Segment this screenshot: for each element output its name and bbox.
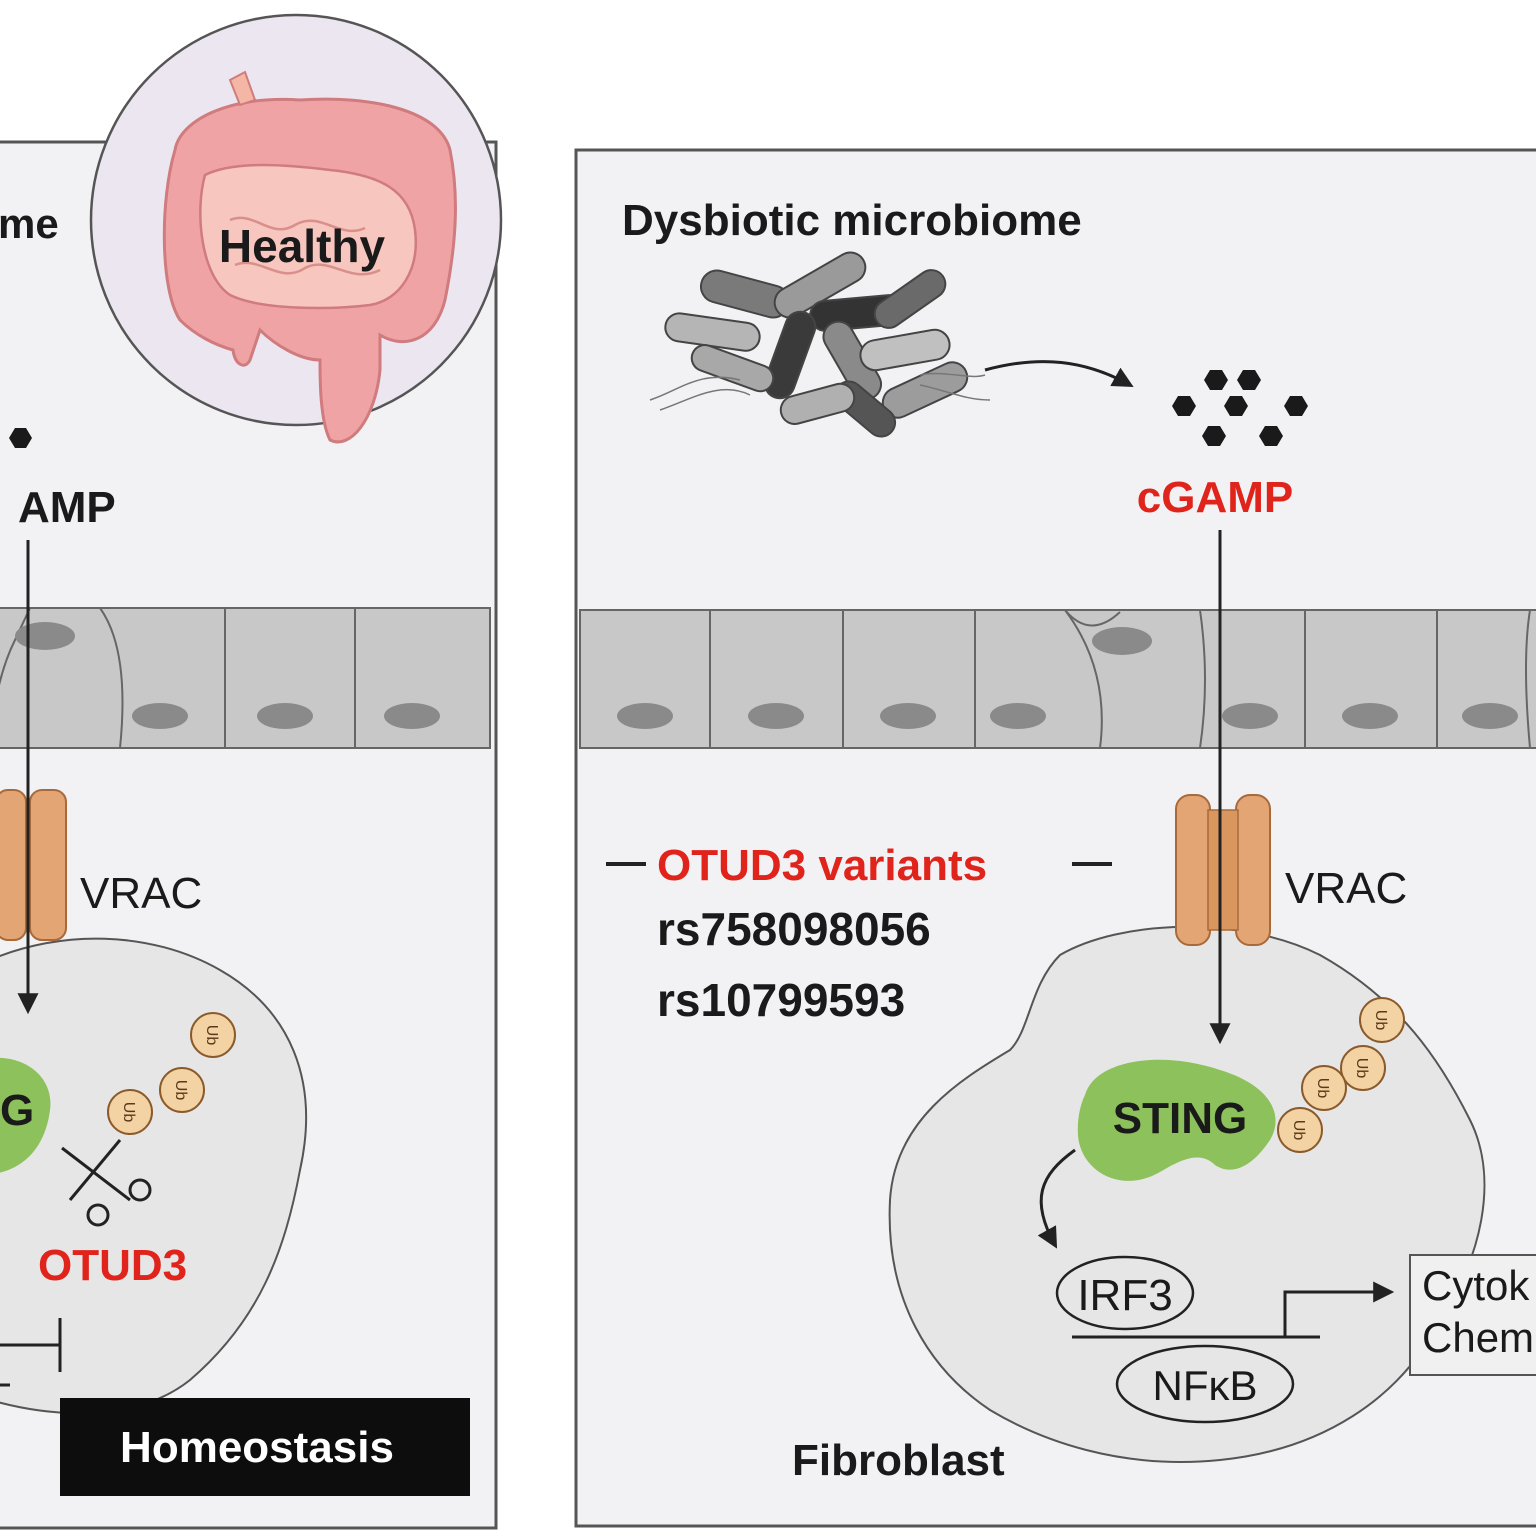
nucleus bbox=[257, 703, 313, 729]
nucleus bbox=[617, 703, 673, 729]
nucleus bbox=[15, 622, 75, 650]
svg-text:Ub: Ub bbox=[1353, 1058, 1370, 1079]
nfkb-oval bbox=[1115, 1344, 1295, 1424]
variant-rs10799593: rs10799593 bbox=[657, 974, 905, 1026]
bacteria-to-cgamp-arrow bbox=[984, 360, 1134, 388]
irf3-label: IRF3 bbox=[1077, 1271, 1172, 1320]
cgamp-molecules-icon bbox=[1172, 370, 1308, 446]
nucleus bbox=[132, 703, 188, 729]
nfkb-label: NFκB bbox=[1153, 1362, 1258, 1409]
cytokines-label: Cytok bbox=[1422, 1262, 1530, 1309]
left-cgamp-label: AMP bbox=[18, 483, 116, 532]
nucleus bbox=[880, 703, 936, 729]
nucleus bbox=[1462, 703, 1518, 729]
right-vrac-label: VRAC bbox=[1285, 864, 1407, 913]
svg-text:Ub: Ub bbox=[1290, 1120, 1307, 1141]
cgamp-molecule-icon bbox=[9, 428, 32, 448]
transcription-arrow bbox=[1283, 1281, 1395, 1337]
homeostasis-label: Homeostasis bbox=[120, 1423, 394, 1472]
right-cgamp-label: cGAMP bbox=[1137, 473, 1293, 522]
otud3-variants-label: OTUD3 variants bbox=[657, 841, 987, 890]
svg-text:Ub: Ub bbox=[1372, 1010, 1389, 1031]
chemokines-label: Chem bbox=[1422, 1314, 1534, 1361]
nucleus bbox=[1342, 703, 1398, 729]
right-ubiquitin-chain: Ub Ub Ub Ub bbox=[1277, 997, 1405, 1153]
svg-text:Ub: Ub bbox=[1314, 1078, 1331, 1099]
left-vrac-channel bbox=[0, 789, 67, 941]
svg-text:Ub: Ub bbox=[120, 1102, 137, 1123]
variant-rs758098056: rs758098056 bbox=[657, 903, 931, 955]
homeostasis-box bbox=[60, 1398, 470, 1496]
fibroblast-label: Fibroblast bbox=[792, 1436, 1005, 1485]
nucleus bbox=[748, 703, 804, 729]
dysbiotic-microbiome-label: Dysbiotic microbiome bbox=[622, 196, 1082, 245]
svg-text:Ub: Ub bbox=[203, 1025, 220, 1046]
left-sting-label: G bbox=[0, 1086, 34, 1135]
left-inhibition-symbol bbox=[0, 1318, 62, 1387]
nucleus bbox=[990, 703, 1046, 729]
bacteria-cluster-icon bbox=[649, 251, 991, 438]
left-sting-protein bbox=[0, 1057, 51, 1173]
scissors-icon bbox=[61, 1139, 152, 1227]
right-sting-protein bbox=[1077, 1059, 1276, 1181]
healthy-colon-illustration: Healthy bbox=[89, 13, 503, 444]
nucleus bbox=[384, 703, 440, 729]
svg-text:Ub: Ub bbox=[172, 1080, 189, 1101]
right-epithelium bbox=[579, 609, 1536, 749]
irf3-oval bbox=[1055, 1255, 1195, 1331]
left-otud3-label: OTUD3 bbox=[38, 1241, 187, 1290]
left-microbiome-label: me bbox=[0, 200, 59, 247]
left-vrac-label: VRAC bbox=[80, 869, 202, 918]
sting-to-irf3-arrow bbox=[1037, 1148, 1076, 1249]
nucleus bbox=[1092, 627, 1152, 655]
healthy-label: Healthy bbox=[219, 220, 386, 272]
left-ubiquitin-chain: Ub Ub Ub bbox=[107, 1012, 236, 1135]
left-epithelium bbox=[0, 607, 491, 749]
right-panel: Dysbiotic microbiome bbox=[574, 148, 1536, 1528]
right-sting-label: STING bbox=[1113, 1094, 1247, 1143]
cytokines-box bbox=[1409, 1254, 1536, 1376]
right-fibroblast-cell bbox=[888, 925, 1486, 1463]
right-vrac-channel bbox=[1175, 794, 1271, 946]
nucleus bbox=[1222, 703, 1278, 729]
